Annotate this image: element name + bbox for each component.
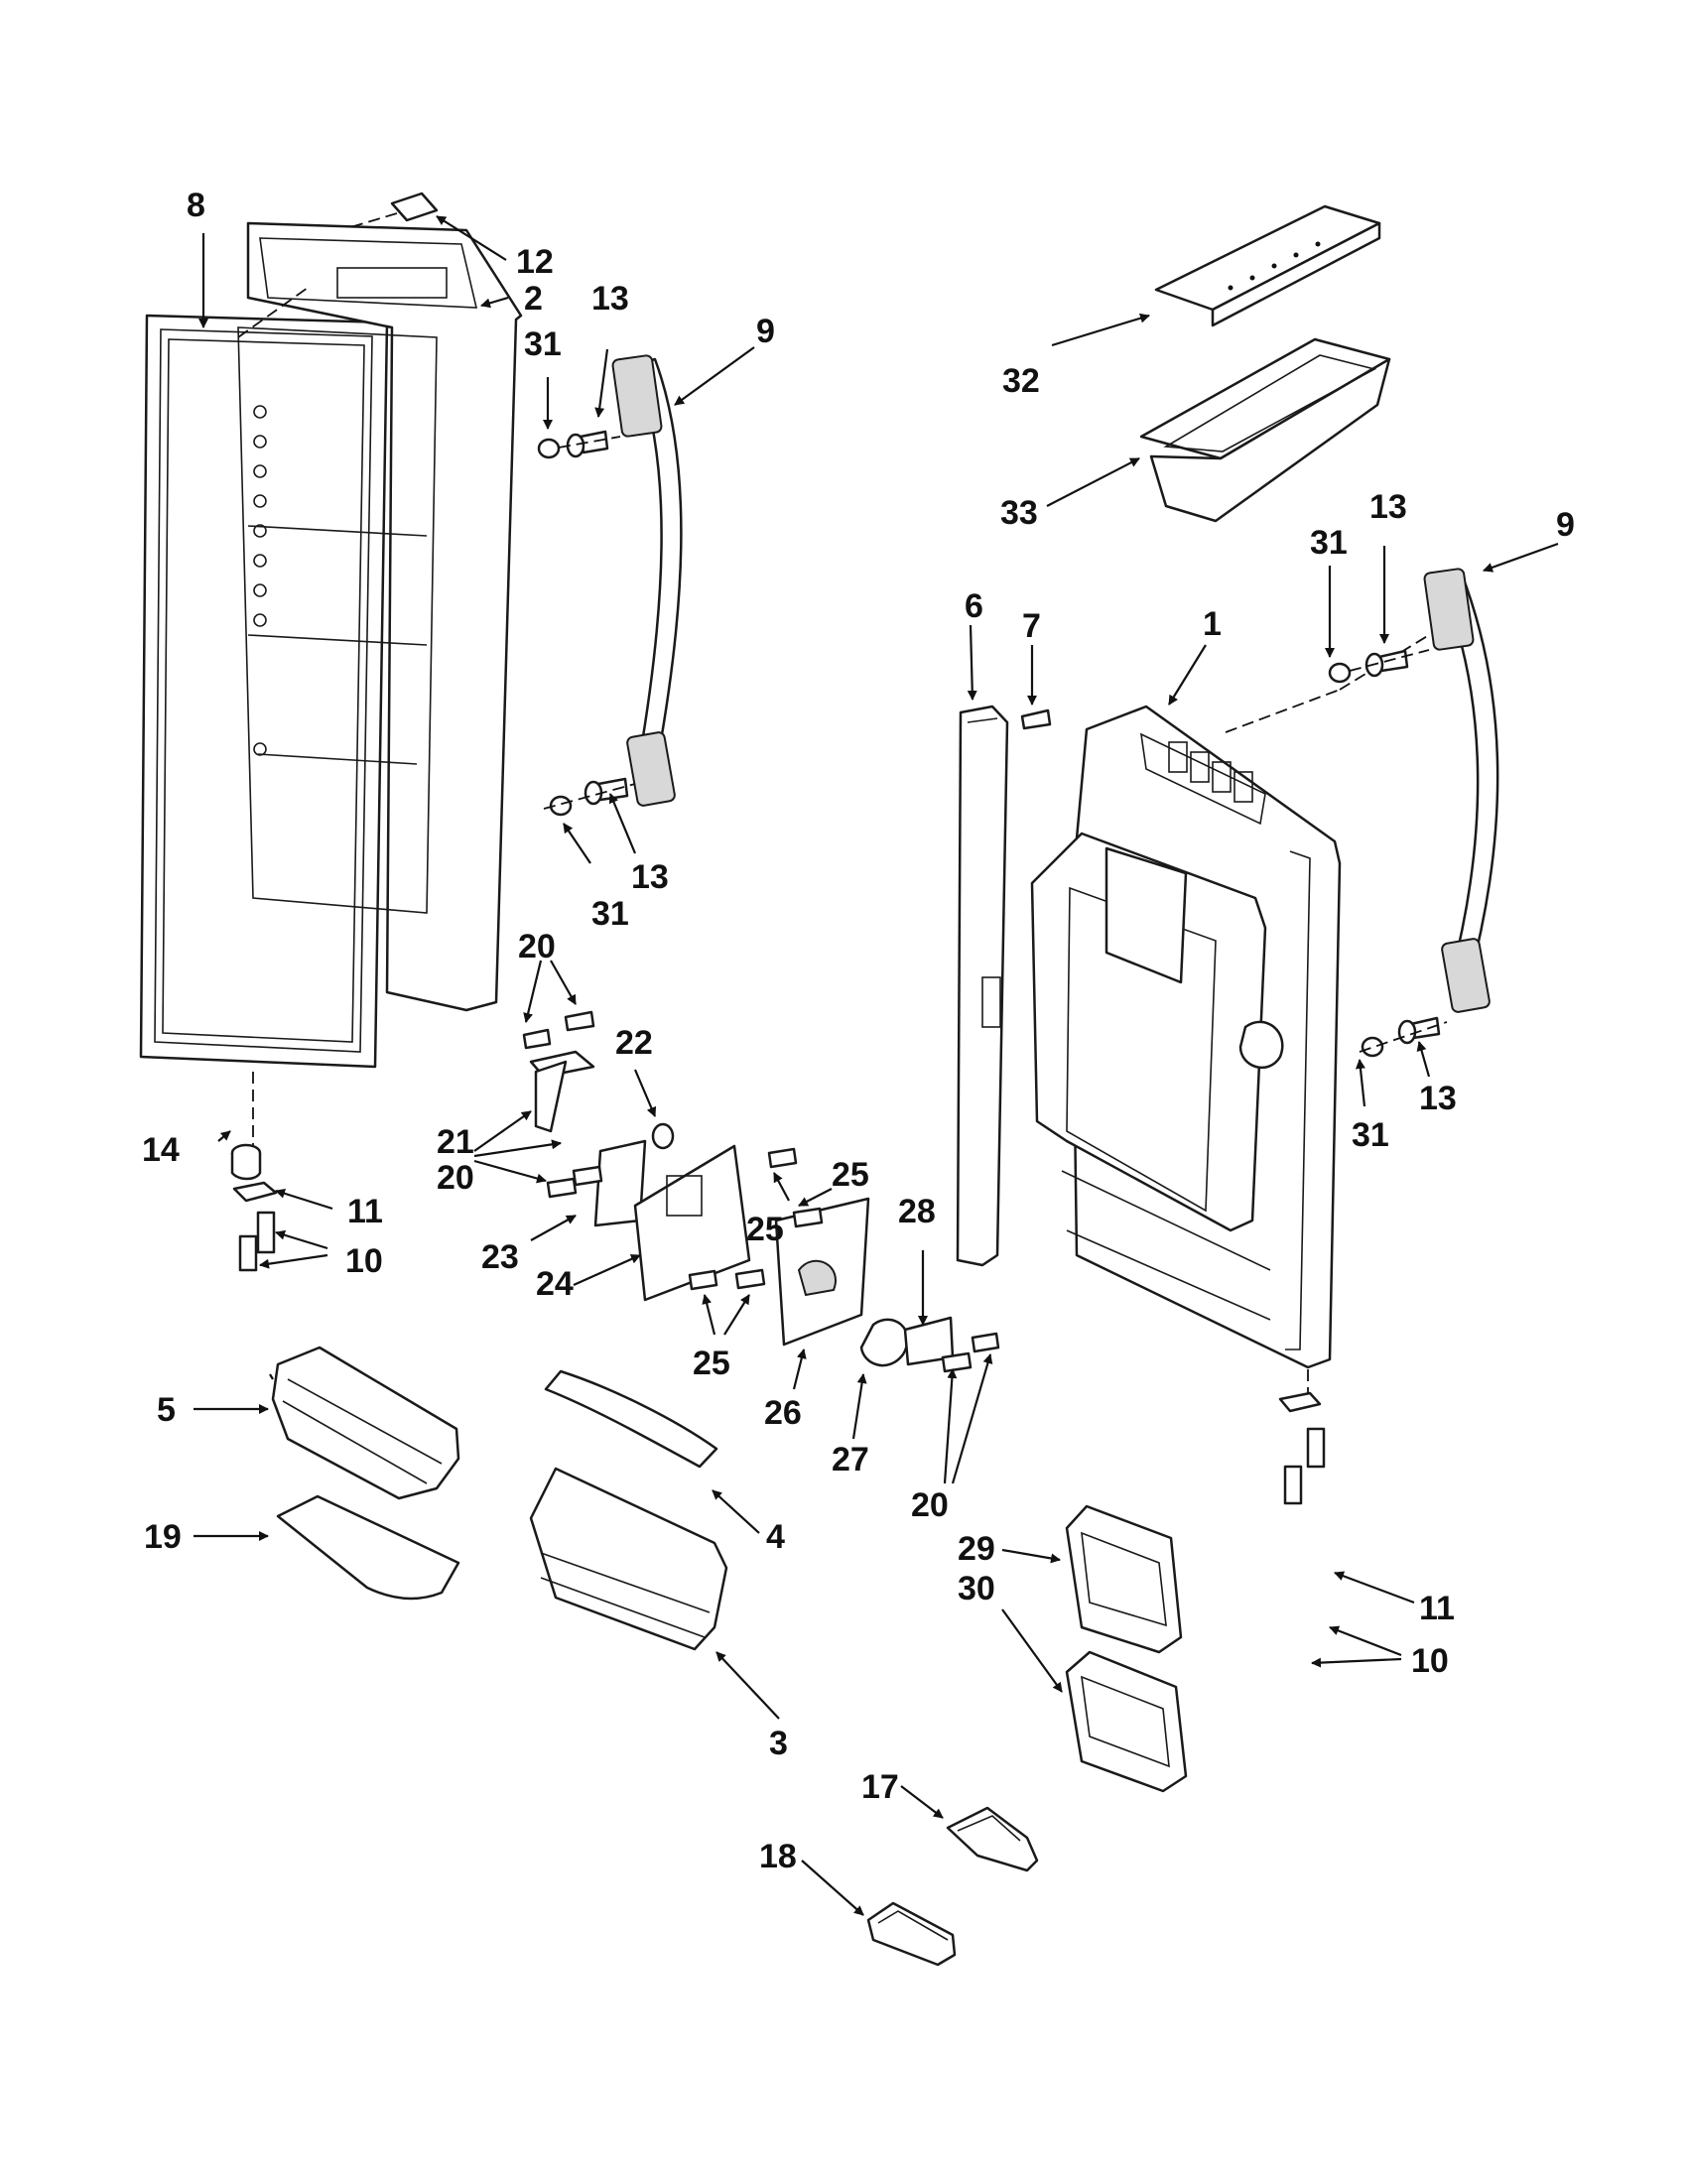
liner-19-part: [276, 1494, 460, 1601]
dispenser-screws: [522, 1010, 1000, 1373]
right-bottom-hinge-parts: [1278, 1391, 1326, 1505]
callout-10-left: 10: [345, 1242, 383, 1280]
callout-13-top-right: 13: [1369, 488, 1407, 526]
callout-5: 5: [157, 1391, 176, 1429]
callout-31-top-left: 31: [524, 325, 562, 363]
compartment-bin-33-part: [1139, 337, 1391, 523]
callout-25-mid: 25: [746, 1211, 784, 1248]
callout-14: 14: [142, 1131, 180, 1169]
screw-7-part: [1020, 708, 1052, 730]
callout-4: 4: [766, 1518, 785, 1556]
callout-31-mid-right: 31: [1352, 1116, 1389, 1154]
cap-12-part: [390, 192, 439, 222]
door-bin-4-part: [544, 1369, 718, 1469]
dispenser-assembly-parts: [529, 1050, 955, 1367]
callout-11-left: 11: [347, 1193, 383, 1230]
door-bin-5-part: [271, 1346, 460, 1500]
left-handle-part: [611, 354, 683, 807]
callout-28: 28: [898, 1193, 936, 1230]
part-17: [946, 1806, 1039, 1872]
callout-12: 12: [516, 243, 554, 281]
callout-7: 7: [1022, 607, 1041, 645]
callout-20-mid: 20: [437, 1159, 474, 1197]
callout-22: 22: [615, 1024, 653, 1062]
part-18: [866, 1901, 957, 1967]
right-handle-fasteners: [1328, 649, 1441, 1058]
callout-13-mid-right: 13: [1419, 1080, 1457, 1117]
callout-21: 21: [437, 1123, 474, 1161]
frame-29-part: [1065, 1504, 1183, 1654]
callout-27: 27: [832, 1441, 869, 1478]
callout-26: 26: [764, 1394, 802, 1432]
callout-3: 3: [769, 1725, 788, 1762]
callout-10-right: 10: [1411, 1642, 1449, 1680]
frame-30-part: [1065, 1650, 1188, 1793]
callout-25-right: 25: [832, 1156, 869, 1194]
right-handle-part: [1423, 568, 1499, 1013]
callout-9-left: 9: [756, 313, 775, 350]
callout-13-mid-left: 13: [631, 858, 669, 896]
callout-32: 32: [1002, 362, 1040, 400]
door-gasket-part: [139, 314, 389, 1069]
callout-11-right: 11: [1419, 1590, 1455, 1627]
callout-33: 33: [1000, 494, 1038, 532]
callout-29: 29: [958, 1530, 995, 1568]
callout-31-top-right: 31: [1310, 524, 1348, 562]
left-bottom-hinge-parts: [230, 1143, 278, 1272]
callout-labels: 8 12 2 31 13 9 13 31 14 11 10 20 22 21 2…: [142, 187, 1575, 1875]
callout-13-top-left: 13: [591, 280, 629, 318]
callout-19: 19: [144, 1518, 182, 1556]
callout-1: 1: [1203, 605, 1222, 643]
trim-strip-6-part: [956, 705, 1009, 1267]
callout-9-right: 9: [1556, 506, 1575, 544]
callout-6: 6: [965, 587, 983, 625]
left-door-liner-part: [237, 221, 523, 1012]
callout-18: 18: [759, 1838, 797, 1875]
door-bin-3-part: [529, 1467, 728, 1651]
callout-31-mid-left: 31: [591, 895, 629, 933]
left-handle-fasteners: [537, 430, 629, 817]
callout-30: 30: [958, 1570, 995, 1607]
callout-25-bottom: 25: [693, 1345, 730, 1382]
leader-lines: [194, 215, 1559, 1916]
callout-2: 2: [524, 280, 543, 318]
callout-24: 24: [536, 1265, 574, 1303]
right-door-part: [1030, 705, 1342, 1369]
callout-20-bottom: 20: [911, 1486, 949, 1524]
callout-8: 8: [187, 187, 205, 224]
callout-17: 17: [861, 1768, 899, 1806]
callout-23: 23: [481, 1238, 519, 1276]
callout-20-top: 20: [518, 928, 556, 965]
compartment-lid-32-part: [1154, 204, 1381, 327]
